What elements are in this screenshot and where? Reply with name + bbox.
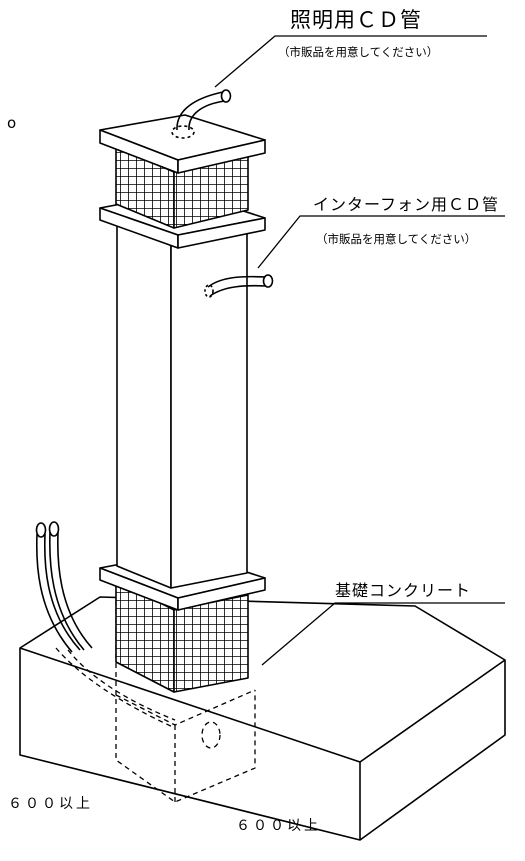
small-mark: o [7, 114, 17, 132]
lighting-cd-note: （市販品を用意してください） [278, 45, 439, 59]
buried-hidden-lines [55, 600, 256, 803]
lighting-cd-label: 照明用ＣＤ管 [290, 8, 422, 32]
ground-cables [35, 521, 93, 653]
lighting-cd-tube [171, 89, 232, 139]
dimension-right: ６００以上 [236, 818, 321, 834]
intercom-cd-tube [204, 274, 274, 298]
intercom-cd-label: インターフォン用ＣＤ管 [313, 195, 500, 214]
dimension-left: ６００以上 [8, 796, 93, 812]
post-shaft [116, 221, 248, 589]
top-cap [99, 114, 266, 174]
foundation-label: 基礎コンクリート [335, 581, 472, 600]
leader-lines [214, 35, 505, 666]
intercom-cd-note: （市販品を用意してください） [316, 232, 477, 246]
